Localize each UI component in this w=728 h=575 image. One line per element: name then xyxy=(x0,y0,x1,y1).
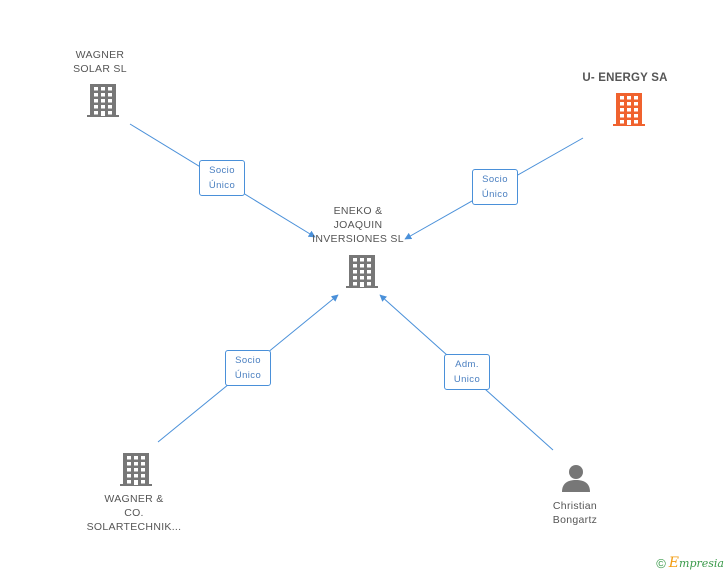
node-label-line: INVERSIONES SL xyxy=(312,233,404,245)
edge-badge-line: Socio xyxy=(482,174,508,185)
copyright-icon: © xyxy=(656,555,666,571)
brand-logo[interactable]: Empresia xyxy=(668,555,724,571)
edge-badge-christian[interactable]: Adm. Unico xyxy=(444,354,490,390)
edge-badge-line: Único xyxy=(481,189,509,200)
edge-badge-line: Adm. xyxy=(455,359,479,370)
node-label-line: Bongartz xyxy=(552,514,598,526)
node-christian[interactable]: Christian Bongartz xyxy=(515,499,635,527)
node-wagner-co[interactable]: WAGNER & CO. SOLARTECHNIK... xyxy=(74,492,194,534)
footer-brand: © Empresia xyxy=(656,555,724,571)
building-icon xyxy=(613,93,645,126)
node-label-line: CO. xyxy=(124,507,144,519)
node-label-line: SOLARTECHNIK... xyxy=(86,521,182,533)
edge-badge-line: Único xyxy=(234,370,262,381)
person-icon xyxy=(562,465,590,492)
edge-badge-line: Socio xyxy=(235,355,261,366)
node-label-line: U- ENERGY SA xyxy=(582,72,668,84)
node-label-line: SOLAR SL xyxy=(73,63,127,75)
node-label-line: WAGNER & xyxy=(104,493,164,505)
edge-badge-line: Único xyxy=(208,180,236,191)
node-label-line: WAGNER xyxy=(75,49,125,61)
node-label-line: Christian xyxy=(552,500,598,512)
building-icon xyxy=(346,255,378,288)
edge-badge-line: Unico xyxy=(453,374,481,385)
edge-badge-u-energy[interactable]: Socio Único xyxy=(472,169,518,205)
building-icon xyxy=(87,84,119,117)
node-wagner-solar[interactable]: WAGNER SOLAR SL xyxy=(40,48,160,76)
edge-badge-line: Socio xyxy=(209,165,235,176)
edge-badge-wagner-solar[interactable]: Socio Único xyxy=(199,160,245,196)
node-eneko[interactable]: ENEKO & JOAQUIN INVERSIONES SL xyxy=(298,204,418,246)
node-label-line: ENEKO & xyxy=(333,205,383,217)
node-u-energy[interactable]: U- ENERGY SA xyxy=(565,71,685,85)
edge-badge-wagner-co[interactable]: Socio Único xyxy=(225,350,271,386)
node-label-line: JOAQUIN xyxy=(333,219,383,231)
building-icon xyxy=(120,453,152,486)
